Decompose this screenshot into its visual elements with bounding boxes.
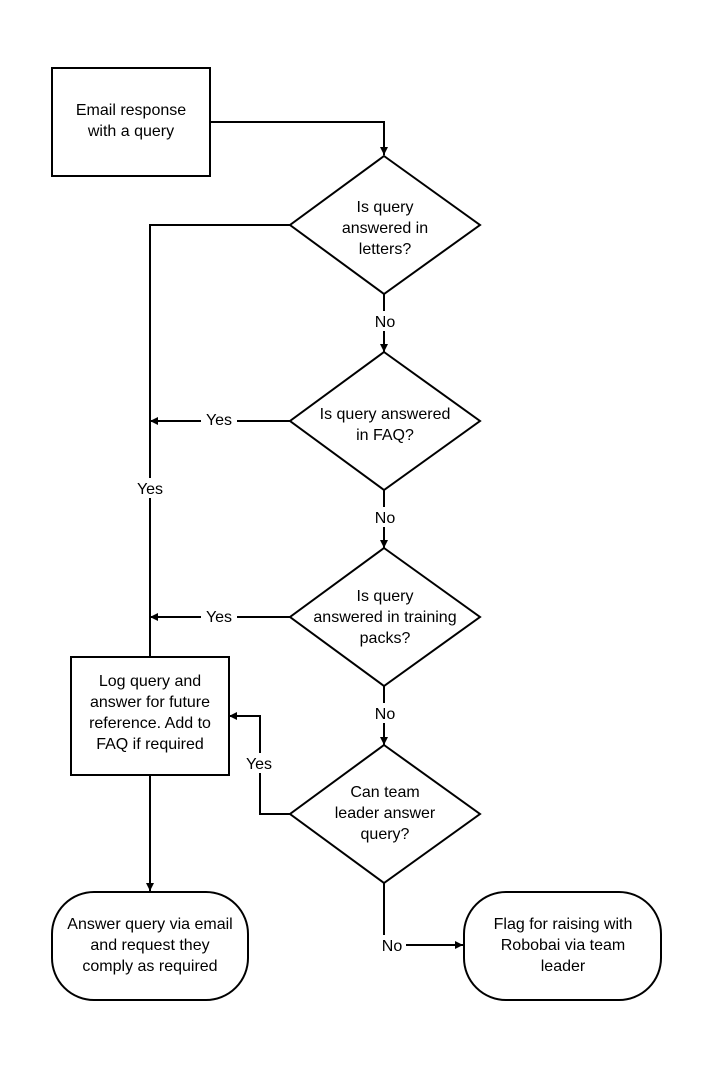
node-log-query: Log query and answer for future reference.…	[70, 656, 230, 776]
node-text-line: Log query and	[99, 673, 201, 690]
label-leader-yes: Yes	[241, 753, 277, 773]
label-training-yes: Yes	[201, 606, 237, 626]
decision-answered-in-faq: Is query answered in FAQ?	[288, 350, 482, 492]
svg-text:No: No	[375, 314, 396, 331]
node-text-line: query?	[361, 826, 410, 843]
node-text-line: comply as required	[82, 958, 217, 975]
node-text-line: in FAQ?	[356, 427, 414, 444]
node-text-line: reference. Add to	[89, 715, 211, 732]
edge-start-to-letters	[210, 121, 388, 155]
decision-answered-in-letters: Is query answered in letters?	[288, 154, 482, 296]
node-text-line: answer for future	[90, 694, 210, 711]
node-text-line: Is query	[357, 588, 414, 605]
node-text-line: Is query	[357, 199, 414, 216]
node-text-line: Can team	[350, 784, 419, 801]
label-faq-no: No	[371, 507, 399, 527]
node-text-line: and request they	[90, 937, 209, 954]
node-text-line: packs?	[360, 630, 411, 647]
node-text-line: Is query answered	[320, 406, 451, 423]
node-text-line: leader	[541, 958, 586, 975]
svg-text:Yes: Yes	[206, 412, 232, 429]
node-text-line: Flag for raising with	[494, 916, 633, 933]
label-leader-no: No	[378, 935, 406, 955]
decision-answered-in-training-packs: Is query answered in training packs?	[288, 546, 482, 688]
node-text-line: Answer query via email	[67, 916, 232, 933]
decision-team-leader-answer: Can team leader answer query?	[288, 743, 482, 885]
node-text-line: with a query	[87, 123, 174, 140]
svg-text:No: No	[375, 706, 396, 723]
label-faq-yes: Yes	[201, 409, 237, 429]
label-letters-yes: Yes	[132, 478, 168, 498]
label-training-no: No	[371, 703, 399, 723]
node-text-line: answered in training	[313, 609, 456, 626]
node-text-line: answered in	[342, 220, 428, 237]
svg-text:No: No	[375, 510, 396, 527]
label-letters-no: No	[371, 311, 399, 331]
svg-text:No: No	[382, 938, 403, 955]
svg-text:Yes: Yes	[246, 756, 272, 773]
svg-text:Yes: Yes	[206, 609, 232, 626]
terminal-answer-query: Answer query via email and request they co…	[51, 891, 249, 1001]
svg-text:Yes: Yes	[137, 481, 163, 498]
node-email-response: Email response with a query	[51, 67, 211, 177]
node-text-line: FAQ if required	[96, 736, 204, 753]
node-text-line: Email response	[76, 102, 186, 119]
node-text-line: leader answer	[335, 805, 436, 822]
node-text-line: Robobai via team	[501, 937, 626, 954]
node-text-line: letters?	[359, 241, 412, 258]
edge-letters-yes	[149, 224, 290, 657]
